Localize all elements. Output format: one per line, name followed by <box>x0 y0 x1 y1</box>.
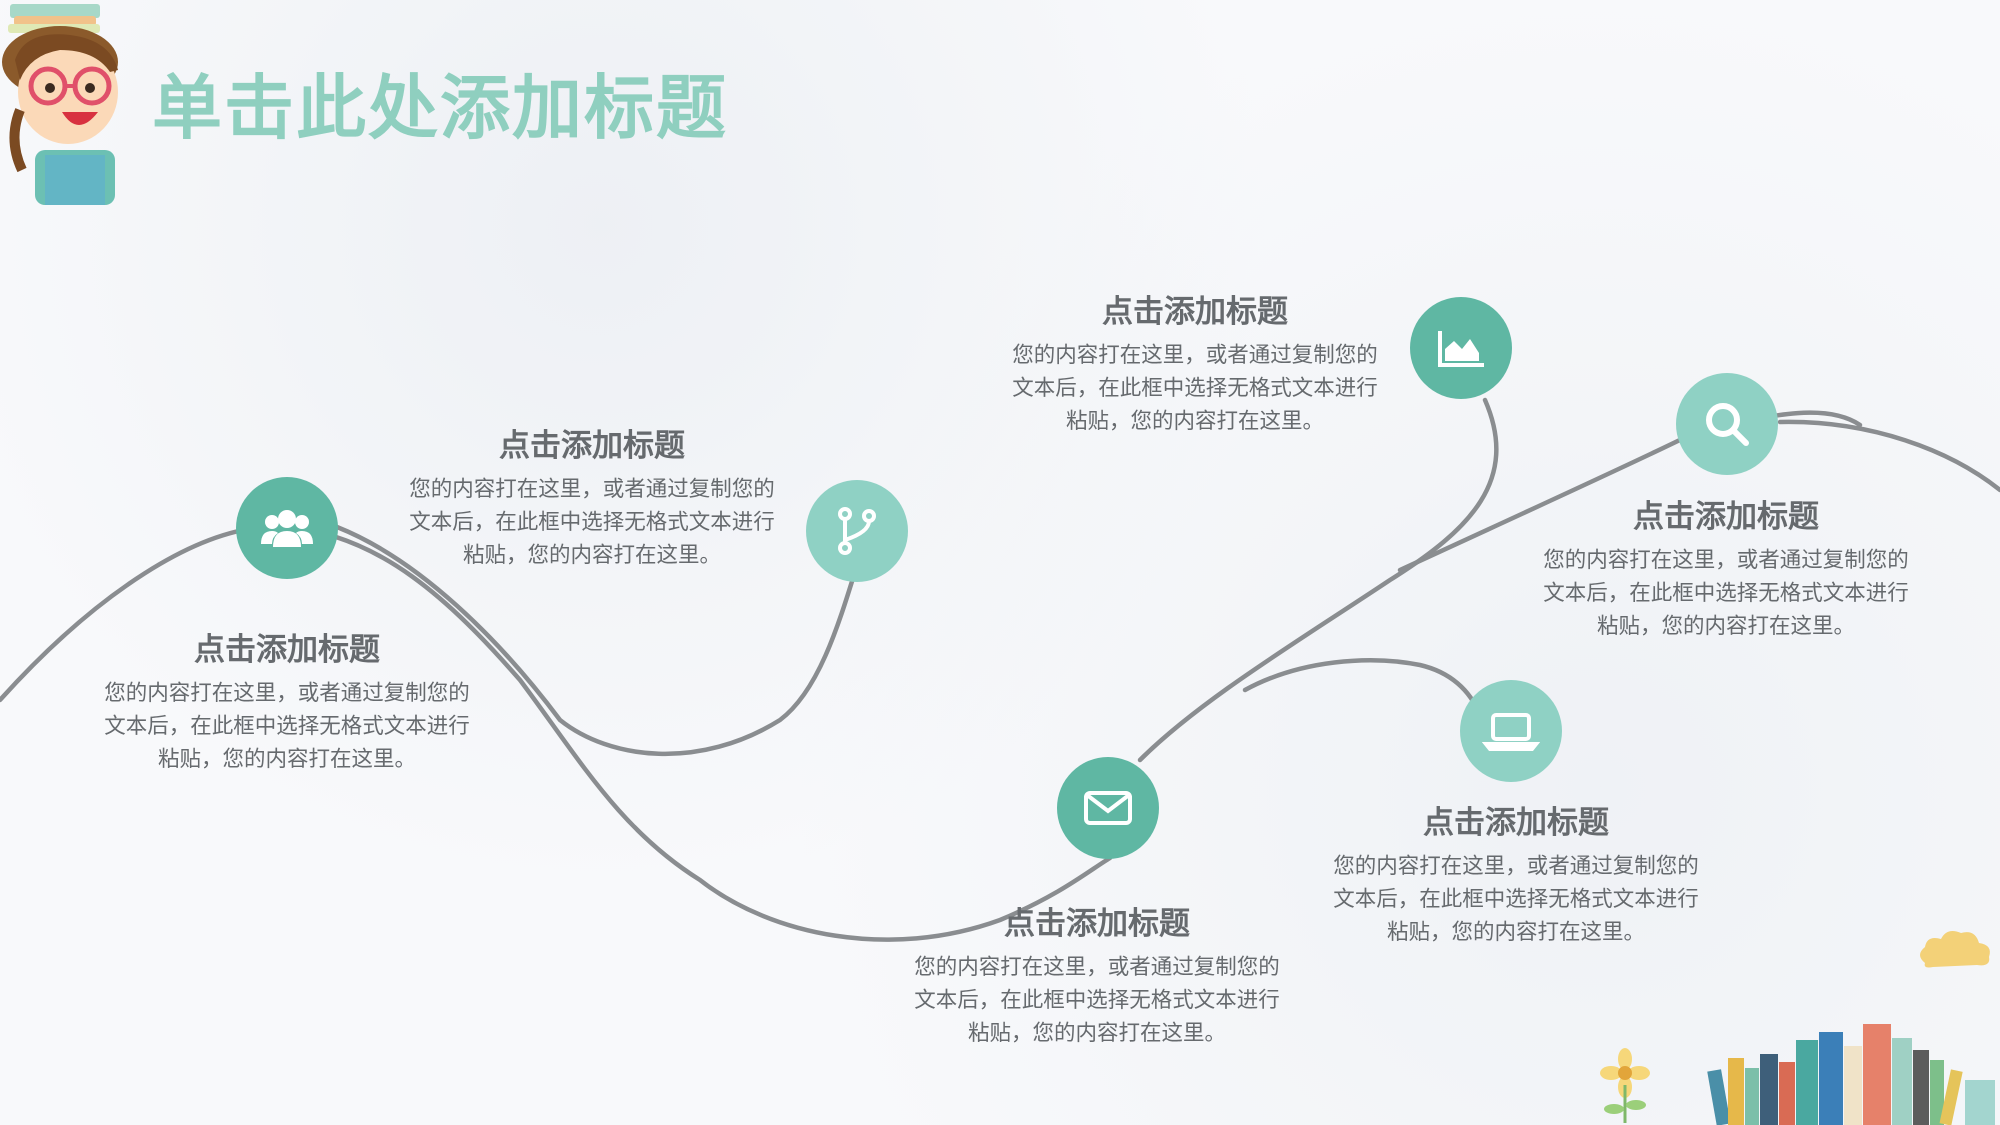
branch-icon-node <box>806 480 908 582</box>
cloud-decoration <box>1920 931 1990 968</box>
area-chart-icon-node <box>1410 297 1512 399</box>
users-icon-node <box>236 477 338 579</box>
item-body[interactable]: 您的内容打在这里，或者通过复制您的文本后，在此框中选择无格式文本进行粘贴，您的内… <box>914 955 1280 1046</box>
item-heading[interactable]: 点击添加标题 <box>1004 906 1190 942</box>
item-search: 点击添加标题 您的内容打在这里，或者通过复制您的文本后，在此框中选择无格式文本进… <box>1536 491 1916 643</box>
item-area-chart: 点击添加标题 您的内容打在这里，或者通过复制您的文本后，在此框中选择无格式文本进… <box>1005 286 1385 438</box>
slide-title[interactable]: 单击此处添加标题 <box>152 67 728 149</box>
mail-icon-node <box>1057 757 1159 859</box>
item-heading[interactable]: 点击添加标题 <box>1423 805 1609 841</box>
mail-icon <box>1084 791 1132 825</box>
area-chart-icon <box>1438 331 1484 367</box>
item-body[interactable]: 您的内容打在这里，或者通过复制您的文本后，在此框中选择无格式文本进行粘贴，您的内… <box>1012 343 1378 434</box>
item-heading[interactable]: 点击添加标题 <box>499 428 685 464</box>
item-users: 点击添加标题 您的内容打在这里，或者通过复制您的文本后，在此框中选择无格式文本进… <box>97 624 477 776</box>
search-icon-node <box>1676 373 1778 475</box>
item-heading[interactable]: 点击添加标题 <box>1102 294 1288 330</box>
users-icon <box>261 510 313 547</box>
girl-illustration <box>2 4 118 205</box>
laptop-icon <box>1482 713 1540 751</box>
branch-icon <box>838 507 876 555</box>
flower-decoration <box>1600 1048 1650 1123</box>
laptop-icon-node <box>1460 680 1562 782</box>
item-mail: 点击添加标题 您的内容打在这里，或者通过复制您的文本后，在此框中选择无格式文本进… <box>907 898 1287 1050</box>
item-heading[interactable]: 点击添加标题 <box>1633 499 1819 535</box>
item-laptop: 点击添加标题 您的内容打在这里，或者通过复制您的文本后，在此框中选择无格式文本进… <box>1326 797 1706 949</box>
item-heading[interactable]: 点击添加标题 <box>194 632 380 668</box>
item-body[interactable]: 您的内容打在这里，或者通过复制您的文本后，在此框中选择无格式文本进行粘贴，您的内… <box>1543 548 1909 639</box>
books-decoration <box>1707 1024 1995 1125</box>
item-body[interactable]: 您的内容打在这里，或者通过复制您的文本后，在此框中选择无格式文本进行粘贴，您的内… <box>1333 854 1699 945</box>
item-body[interactable]: 您的内容打在这里，或者通过复制您的文本后，在此框中选择无格式文本进行粘贴，您的内… <box>409 477 775 568</box>
item-branch: 点击添加标题 您的内容打在这里，或者通过复制您的文本后，在此框中选择无格式文本进… <box>402 420 782 572</box>
search-icon <box>1706 403 1749 446</box>
item-body[interactable]: 您的内容打在这里，或者通过复制您的文本后，在此框中选择无格式文本进行粘贴，您的内… <box>104 681 470 772</box>
